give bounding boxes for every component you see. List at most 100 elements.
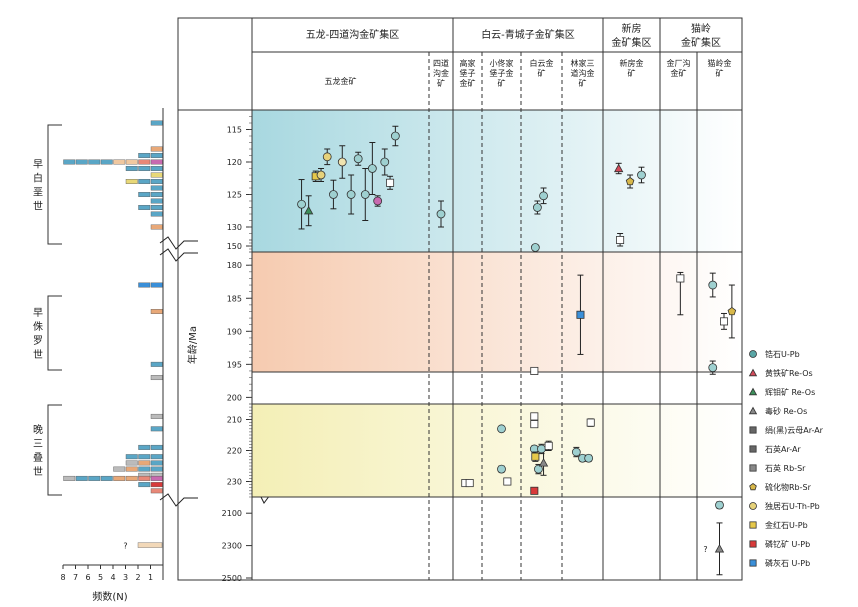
point-circle	[537, 444, 546, 454]
deposit-label: 矿	[437, 78, 445, 88]
histogram-bar	[150, 224, 163, 230]
deposit-label: 矿	[498, 78, 506, 88]
point-rect	[503, 477, 512, 486]
point-triangle	[748, 387, 758, 396]
point-rect	[544, 441, 553, 450]
point-rect	[386, 178, 395, 187]
legend-label: 独居石U-Th-Pb	[765, 501, 820, 511]
period-bracket	[47, 124, 62, 245]
point-rect	[586, 418, 595, 427]
district-label: 新房	[622, 22, 642, 35]
histogram-bar	[138, 153, 151, 158]
point-triangle	[748, 368, 758, 377]
point-circle	[497, 464, 506, 474]
point-rect	[749, 426, 757, 434]
deposit-label: 白云金	[530, 58, 554, 68]
period-label-char: 晚	[33, 424, 43, 436]
histogram-bar	[125, 475, 138, 481]
legend-label: 硫化物Rb-Sr	[765, 482, 812, 492]
point-circle	[380, 157, 390, 167]
histogram-bar	[150, 460, 163, 466]
histogram-bar	[125, 454, 138, 460]
axis-break	[159, 236, 198, 250]
histogram-bar	[138, 179, 151, 184]
period-label-char: 罗	[33, 335, 43, 347]
period-label-char: 早	[33, 159, 43, 171]
point-rect	[530, 366, 539, 375]
age-tick-label: 150	[227, 242, 242, 251]
point-circle	[708, 363, 718, 373]
histogram-bar	[63, 159, 76, 165]
age-tick-label: 120	[227, 158, 242, 167]
period-bracket	[47, 404, 62, 496]
deposit-label: 矿	[628, 68, 636, 78]
district-label: 金矿集区	[612, 36, 652, 49]
period-label-char: 垩	[33, 187, 43, 199]
histogram-bar	[150, 375, 163, 381]
point-circle	[530, 243, 540, 252]
histogram-bar	[100, 475, 113, 481]
point-circle	[571, 447, 581, 457]
point-triangle	[613, 163, 624, 173]
histogram-bar	[150, 488, 163, 494]
point-circle	[534, 464, 543, 474]
legend-label: 磷灰石 U-Pb	[765, 558, 810, 568]
point-triangle	[538, 458, 549, 467]
period-label-char: 早	[33, 307, 43, 319]
age-tick-label: 185	[227, 294, 242, 303]
histogram-bar	[150, 120, 163, 126]
histogram-bar	[113, 475, 126, 481]
histogram-bar	[125, 460, 138, 466]
age-tick-label: 125	[227, 191, 242, 200]
period-label-char: 叠	[33, 452, 43, 464]
point-rect	[616, 235, 625, 244]
deposit-label: 金矿	[671, 68, 687, 78]
point-circle	[436, 209, 446, 219]
age-tick-label: 195	[227, 360, 242, 369]
histogram-bar	[100, 159, 113, 165]
histogram-bar	[125, 159, 138, 165]
point-rect	[749, 540, 757, 548]
deposit-label: 矿	[579, 78, 587, 88]
deposit-label: 高家	[460, 58, 476, 68]
age-tick-label: 210	[227, 416, 242, 425]
histogram-tick-label: 8	[60, 573, 65, 582]
deposit-label: 矿	[538, 68, 546, 78]
plot-question-mark: ?	[703, 545, 707, 554]
band-late-triassic	[252, 404, 742, 497]
histogram-bar	[88, 475, 101, 481]
point-triangle	[748, 406, 758, 415]
point-circle	[360, 190, 370, 199]
point-circle	[539, 191, 548, 201]
deposit-label: 五龙金矿	[325, 76, 357, 86]
histogram-bar	[150, 205, 163, 210]
point-rect	[530, 486, 539, 495]
deposit-label: 堡子	[460, 68, 476, 78]
histogram-bar	[150, 426, 163, 432]
histogram-bar	[113, 466, 126, 472]
deposit-label: 沟金	[433, 68, 449, 78]
legend-label: 黄铁矿Re-Os	[765, 368, 813, 378]
district-label: 白云-青城子金矿集区	[481, 28, 575, 41]
histogram-bar	[150, 454, 163, 460]
histogram-tick-label: 1	[148, 573, 153, 582]
histogram-tick-label: 5	[98, 573, 103, 582]
x-axis-label: 频数(N)	[92, 590, 127, 603]
axis-break	[159, 493, 198, 507]
deposit-label: 矿	[716, 68, 724, 78]
age-tick-label: 220	[227, 447, 242, 456]
histogram-bar	[138, 466, 151, 472]
histogram-bar	[150, 159, 163, 165]
point-triangle	[714, 544, 725, 553]
age-tick-label: 190	[227, 327, 242, 336]
histogram-bar	[138, 444, 151, 450]
point-circle	[337, 157, 347, 167]
point-rect	[530, 420, 539, 429]
histogram-bar	[63, 475, 76, 481]
histogram-bar	[150, 198, 163, 204]
point-rect	[676, 274, 685, 283]
deposit-label: 道沟金	[571, 68, 595, 78]
histogram-tick-label: 4	[110, 573, 115, 582]
point-rect	[531, 452, 540, 461]
